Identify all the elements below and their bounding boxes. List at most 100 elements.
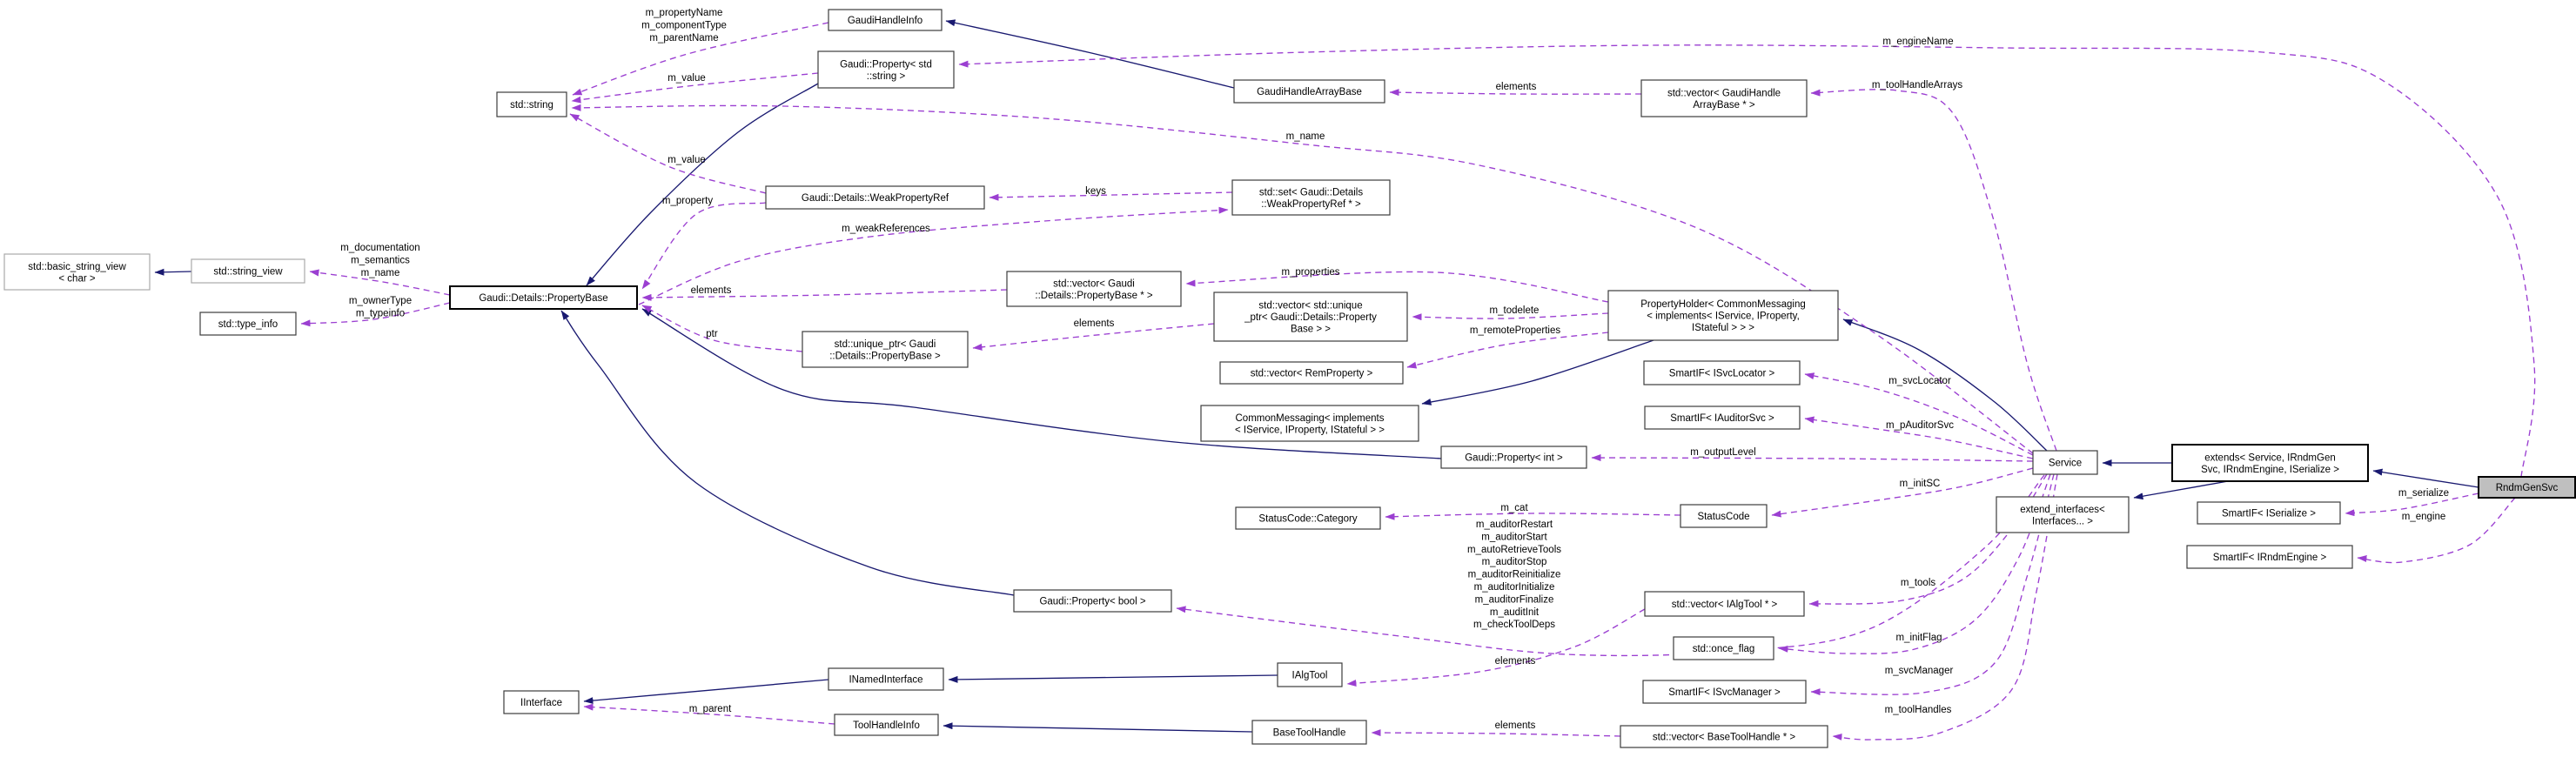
node-box-std-vector-ialgtool[interactable] [1644, 591, 1805, 617]
node-box-gaudi-property-bool[interactable] [1013, 589, 1172, 613]
node-label-smartif-isvclocator: SmartIF< ISvcLocator > [1669, 369, 1775, 379]
node-gaudi-property-std-string[interactable]: Gaudi::Property< std::string > [817, 50, 955, 89]
edge-service-to-std-vector-ialgtool [1808, 473, 2048, 607]
node-std-vector-rem-property[interactable]: std::vector< RemProperty > [1219, 361, 1404, 385]
node-box-tool-handle-info[interactable] [834, 714, 939, 736]
node-box-weak-property-ref[interactable] [765, 185, 985, 210]
node-std-basic-string-view[interactable]: std::basic_string_view< char > [3, 253, 151, 291]
node-box-std-vector-basetoolhandle[interactable] [1620, 725, 1828, 748]
node-box-statuscode[interactable] [1680, 504, 1768, 528]
node-property-holder[interactable]: PropertyHolder< CommonMessaging< impleme… [1607, 290, 1839, 341]
node-box-extend-interfaces[interactable] [1996, 496, 2130, 533]
node-label-statuscode: StatusCode [1697, 512, 1749, 522]
node-smartif-isvcmanager[interactable]: SmartIF< ISvcManager > [1642, 680, 1807, 704]
node-box-std-once-flag[interactable] [1673, 636, 1774, 660]
edge-label-m-init-flag: m_initFlag [1895, 633, 1942, 643]
node-std-set-weak-property-ref[interactable]: std::set< Gaudi::Details::WeakPropertyRe… [1231, 179, 1391, 216]
node-std-vector-ialgtool[interactable]: std::vector< IAlgTool * > [1644, 591, 1805, 617]
node-box-std-type-info[interactable] [199, 312, 297, 336]
edge-label-property-base-typeinfo: m_ownerType [349, 296, 412, 306]
node-statuscode[interactable]: StatusCode [1680, 504, 1768, 528]
edge-weak-property-ref-to-std-string [569, 113, 767, 194]
node-tool-handle-info[interactable]: ToolHandleInfo [834, 714, 939, 736]
edge-ialgtool-to-inamed-interface [948, 674, 1278, 683]
node-box-std-basic-string-view[interactable] [3, 253, 151, 291]
node-box-extends-service[interactable] [2171, 444, 2369, 482]
node-box-std-vector-unique-ptr-property-base[interactable] [1213, 292, 1408, 342]
node-common-messaging[interactable]: CommonMessaging< implements< IService, I… [1200, 405, 1419, 442]
node-box-ialgtool[interactable] [1277, 662, 1343, 687]
node-box-smartif-iauditorsvc[interactable] [1644, 405, 1801, 430]
node-std-unique-ptr-property-base[interactable]: std::unique_ptr< Gaudi::Details::Propert… [802, 331, 969, 368]
node-box-std-vector-gaudi-handle-array-base[interactable] [1640, 79, 1808, 117]
node-std-type-info[interactable]: std::type_info [199, 312, 297, 336]
node-box-property-holder[interactable] [1607, 290, 1839, 341]
node-std-once-flag[interactable]: std::once_flag [1673, 636, 1774, 660]
node-box-gaudi-handle-array-base[interactable] [1233, 79, 1385, 104]
edge-service-to-std-string [571, 104, 2034, 454]
edge-label-auditor-bundle: m_auditorReinitialize [1468, 570, 1561, 580]
node-smartif-isvclocator[interactable]: SmartIF< ISvcLocator > [1643, 360, 1801, 385]
node-box-statuscode-category[interactable] [1235, 506, 1381, 530]
node-label-extend-interfaces: extend_interfaces< [2020, 505, 2105, 515]
node-box-gaudi-property-std-string[interactable] [817, 50, 955, 89]
node-gaudi-property-int[interactable]: Gaudi::Property< int > [1440, 446, 1587, 469]
node-std-string-view[interactable]: std::string_view [191, 258, 305, 284]
node-box-inamed-interface[interactable] [828, 667, 944, 691]
node-box-iinterface[interactable] [503, 690, 580, 714]
node-box-gaudi-property-int[interactable] [1440, 446, 1587, 469]
node-smartif-irndmengine[interactable]: SmartIF< IRndmEngine > [2186, 545, 2353, 569]
node-gaudi-handle-info[interactable]: GaudiHandleInfo [828, 9, 943, 31]
node-box-std-vector-rem-property[interactable] [1219, 361, 1404, 385]
node-smartif-iauditorsvc[interactable]: SmartIF< IAuditorSvc > [1644, 405, 1801, 430]
edge-service-to-gaudi-property-int [1591, 454, 2034, 462]
node-box-smartif-iserialize[interactable] [2197, 501, 2341, 525]
node-box-gaudi-handle-info[interactable] [828, 9, 943, 31]
node-box-property-base[interactable] [449, 285, 638, 310]
node-box-smartif-isvclocator[interactable] [1643, 360, 1801, 385]
node-std-vector-property-base[interactable]: std::vector< Gaudi::Details::PropertyBas… [1006, 271, 1182, 307]
node-extend-interfaces[interactable]: extend_interfaces<Interfaces... > [1996, 496, 2130, 533]
node-box-std-string-view[interactable] [191, 258, 305, 284]
node-box-common-messaging[interactable] [1200, 405, 1419, 442]
node-label-std-vector-unique-ptr-property-base: std::vector< std::unique [1258, 301, 1362, 312]
node-box-std-vector-property-base[interactable] [1006, 271, 1182, 307]
node-base-tool-handle[interactable]: BaseToolHandle [1251, 720, 1367, 745]
node-rndm-gen-svc[interactable]: RndmGenSvc [2478, 476, 2576, 499]
node-std-vector-basetoolhandle[interactable]: std::vector< BaseToolHandle * > [1620, 725, 1828, 748]
node-std-string[interactable]: std::string [496, 91, 567, 117]
node-box-smartif-isvcmanager[interactable] [1642, 680, 1807, 704]
edge-base-tool-handle-to-tool-handle-info [943, 722, 1253, 733]
node-std-vector-gaudi-handle-array-base[interactable]: std::vector< GaudiHandleArrayBase * > [1640, 79, 1808, 117]
node-box-smartif-irndmengine[interactable] [2186, 545, 2353, 569]
node-std-vector-unique-ptr-property-base[interactable]: std::vector< std::unique_ptr< Gaudi::Det… [1213, 292, 1408, 342]
node-box-service[interactable] [2032, 450, 2098, 475]
node-weak-property-ref[interactable]: Gaudi::Details::WeakPropertyRef [765, 185, 985, 210]
edge-label-keys: keys [1085, 186, 1106, 197]
node-label-gaudi-handle-info: GaudiHandleInfo [848, 16, 922, 26]
node-label-std-string-view: std::string_view [213, 267, 283, 278]
node-gaudi-handle-array-base[interactable]: GaudiHandleArrayBase [1233, 79, 1385, 104]
node-box-rndm-gen-svc[interactable] [2478, 476, 2576, 499]
node-iinterface[interactable]: IInterface [503, 690, 580, 714]
node-property-base[interactable]: Gaudi::Details::PropertyBase [449, 285, 638, 310]
node-smartif-iserialize[interactable]: SmartIF< ISerialize > [2197, 501, 2341, 525]
node-label-std-vector-rem-property: std::vector< RemProperty > [1251, 369, 1373, 379]
node-box-std-unique-ptr-property-base[interactable] [802, 331, 969, 368]
edge-label-m-engine: m_engine [2402, 512, 2446, 522]
edge-label-property-base-typeinfo: m_typeinfo [356, 309, 405, 319]
node-ialgtool[interactable]: IAlgTool [1277, 662, 1343, 687]
node-label-common-messaging: < IService, IProperty, IStateful > > [1235, 425, 1385, 435]
node-statuscode-category[interactable]: StatusCode::Category [1235, 506, 1381, 530]
edge-label-handle-info-strings: m_parentName [649, 33, 718, 44]
node-box-std-string[interactable] [496, 91, 567, 117]
node-box-std-set-weak-property-ref[interactable] [1231, 179, 1391, 216]
node-gaudi-property-bool[interactable]: Gaudi::Property< bool > [1013, 589, 1172, 613]
node-inamed-interface[interactable]: INamedInterface [828, 667, 944, 691]
node-service[interactable]: Service [2032, 450, 2098, 475]
node-label-extends-service: extends< Service, IRndmGen [2204, 452, 2336, 463]
node-label-smartif-irndmengine: SmartIF< IRndmEngine > [2213, 553, 2327, 563]
node-box-base-tool-handle[interactable] [1251, 720, 1367, 745]
